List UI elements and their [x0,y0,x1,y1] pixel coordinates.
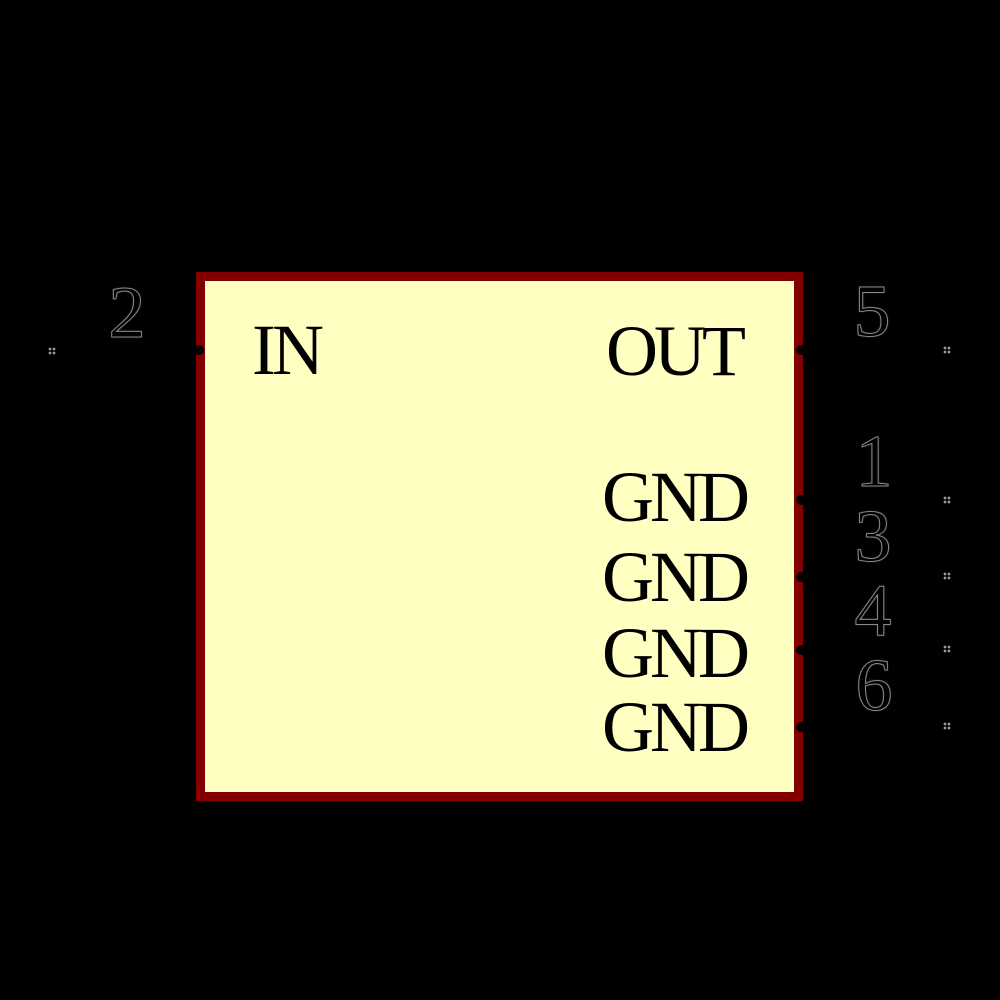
pin-number-6: 6 [855,645,893,727]
pin-connection-dot-2 [194,345,204,355]
pin-name-label-gnd-6: GND [602,687,750,767]
pin-end-marker-3 [943,572,951,580]
pin-number-4: 4 [854,570,892,652]
pin-connection-dot-6 [796,722,806,732]
pin-line-2[interactable] [52,349,197,351]
pin-number-1: 1 [855,421,893,503]
pin-line-4[interactable] [802,649,947,651]
pin-line-1[interactable] [802,499,947,501]
pin-name-label-in: IN [252,310,324,390]
pin-end-marker-4 [943,645,951,653]
pin-line-3[interactable] [802,576,947,578]
pin-name-label-gnd-1: GND [602,457,750,537]
pin-number-3: 3 [854,496,892,578]
pin-name-label-out: OUT [606,311,746,391]
symbol-body[interactable] [196,272,803,801]
pin-end-marker-1 [943,496,951,504]
pin-connection-dot-3 [796,572,806,582]
pin-end-marker-2 [48,347,56,355]
pin-line-6[interactable] [802,726,947,728]
pin-connection-dot-1 [796,495,806,505]
pin-end-marker-5 [943,346,951,354]
pin-name-label-gnd-4: GND [602,613,750,693]
pin-line-5[interactable] [802,349,947,351]
pin-end-marker-6 [943,722,951,730]
pin-number-2: 2 [108,272,146,354]
pin-name-label-gnd-3: GND [602,537,750,617]
pin-number-5: 5 [853,271,891,353]
pin-connection-dot-4 [796,645,806,655]
pin-connection-dot-5 [796,345,806,355]
